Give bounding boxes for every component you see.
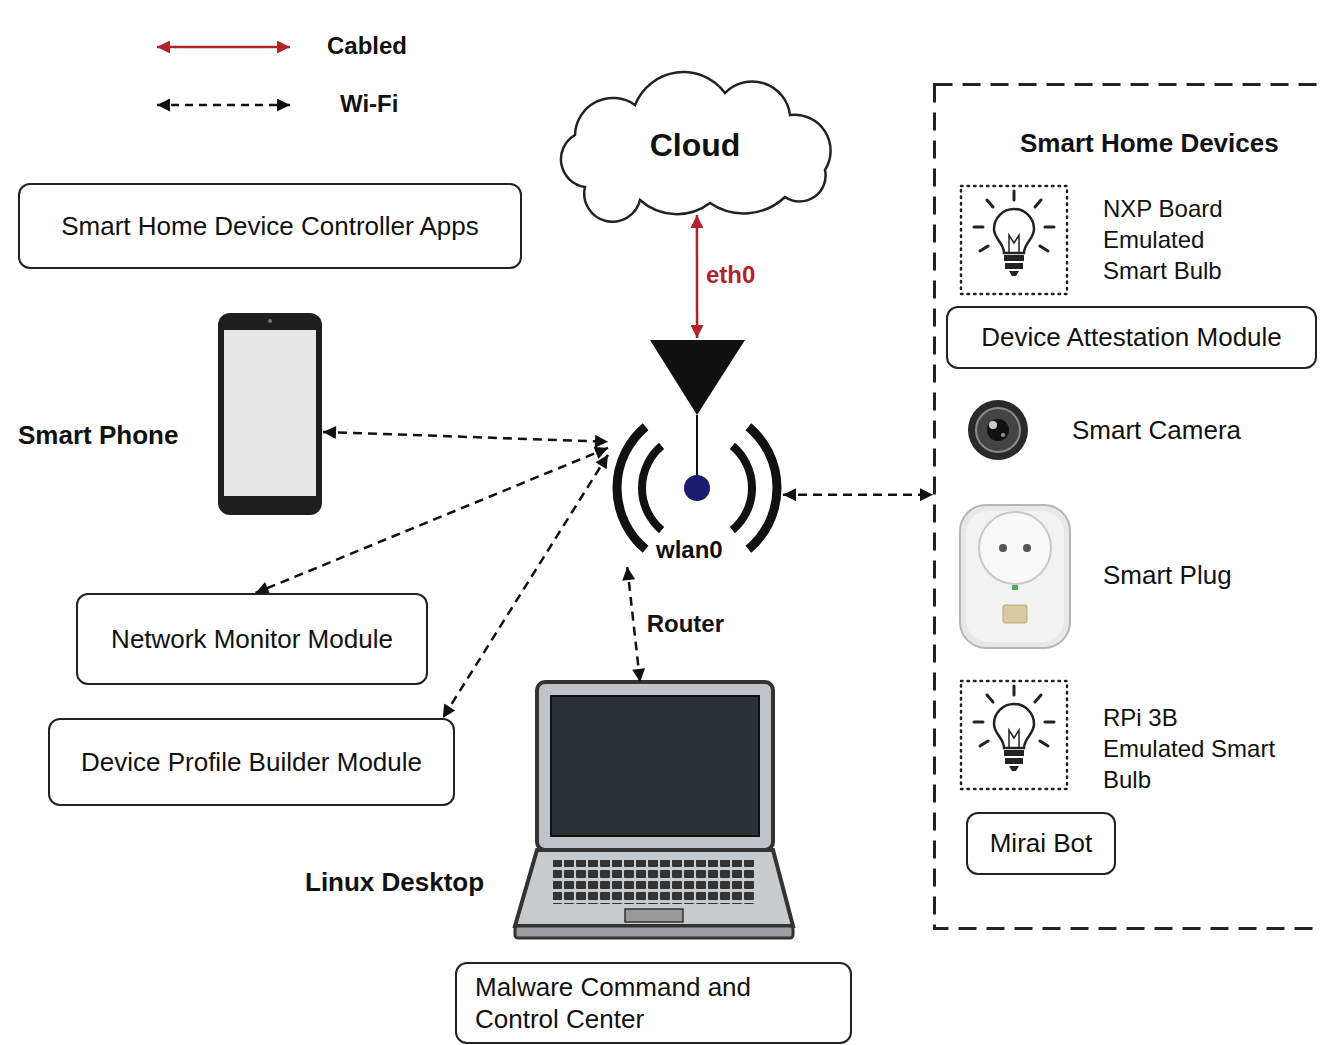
wifi-link xyxy=(256,448,608,593)
antenna-stem xyxy=(696,415,698,478)
node-label: RPi 3B Emulated Smart Bulb xyxy=(1103,702,1282,795)
icon-part xyxy=(1001,433,1005,437)
node-label: Smart Home Device Controller Apps xyxy=(61,210,479,243)
icon-part xyxy=(960,505,1070,648)
node-label: Cloud xyxy=(650,125,741,165)
phone-screen xyxy=(224,330,316,496)
node-label: Smart Camera xyxy=(1072,414,1241,447)
wifi-link xyxy=(443,455,608,718)
laptop-foot xyxy=(515,926,793,938)
icon-part xyxy=(1023,544,1031,552)
device-item: Smart Camera xyxy=(948,380,1288,480)
module-box: Smart Home Device Controller Apps xyxy=(18,183,522,269)
router-item: wlan0 xyxy=(608,338,783,567)
icon-part xyxy=(999,544,1007,552)
phone-icon xyxy=(218,313,322,515)
icon-part xyxy=(748,427,777,550)
icon-part xyxy=(976,408,1020,452)
node-label: Smart Home Devices xyxy=(1020,127,1279,160)
module-box: Network Monitor Module xyxy=(76,593,428,685)
camera-icon xyxy=(968,400,1028,460)
phone-item: Smart Phone xyxy=(18,313,323,516)
laptop-base xyxy=(515,850,793,926)
icon-part xyxy=(987,419,1009,441)
node-label: wlan0 xyxy=(656,535,723,565)
icon-part xyxy=(617,427,646,550)
module-box: Mirai Bot xyxy=(966,812,1116,875)
node-label: NXP Board Emulated Smart Bulb xyxy=(1103,193,1243,286)
laptop-icon xyxy=(515,682,793,938)
antenna xyxy=(650,340,745,415)
legend-label: Cabled xyxy=(324,32,410,61)
icon-part xyxy=(642,446,662,530)
phone-camera xyxy=(268,319,272,323)
icon-part xyxy=(966,511,1064,642)
laptop-screen xyxy=(551,696,759,836)
device-item: RPi 3B Emulated Smart Bulb xyxy=(958,678,1282,797)
icon-part xyxy=(979,512,1051,584)
router-icon xyxy=(617,340,777,549)
cloud-outline xyxy=(561,72,831,222)
node-label: Linux Desktop xyxy=(305,866,484,899)
phone-body xyxy=(218,313,322,515)
icon-part xyxy=(1003,605,1027,623)
node-label: Device Attestation Module xyxy=(981,321,1282,354)
device-item: NXP Board Emulated Smart Bulb xyxy=(958,183,1258,298)
node-label: Device Profile Builder Module xyxy=(81,746,422,779)
module-box: Device Attestation Module xyxy=(946,306,1317,369)
icon-part xyxy=(989,421,997,429)
laptop-item: Linux Desktop xyxy=(305,682,792,942)
plug-icon xyxy=(960,505,1070,648)
link-label: Router xyxy=(644,610,727,639)
keyboard xyxy=(553,860,755,904)
module-box: Malware Command and Control Center xyxy=(455,962,852,1044)
icon-part xyxy=(968,400,1028,460)
legend-samples xyxy=(157,47,290,105)
bulb-icon xyxy=(961,681,1067,789)
cable-link xyxy=(696,215,699,338)
node-label: Smart Phone xyxy=(18,419,178,452)
wifi-link xyxy=(627,567,640,682)
node-label: Malware Command and Control Center xyxy=(475,971,795,1036)
laptop-lid xyxy=(537,682,773,850)
node-label: Mirai Bot xyxy=(990,827,1093,860)
node-label: Smart Plug xyxy=(1103,559,1232,592)
device-item: Smart Plug xyxy=(958,505,1278,650)
icon-part xyxy=(732,446,752,530)
legend-label: Wi-Fi xyxy=(337,90,401,119)
device-group: NXP Board Emulated Smart BulbDevice Atte… xyxy=(933,83,1322,930)
router-dot xyxy=(684,475,710,501)
cable-sample xyxy=(157,46,290,49)
module-box: Device Profile Builder Module xyxy=(48,718,455,806)
touchpad xyxy=(625,909,683,922)
cloud-shape: Cloud xyxy=(535,75,855,215)
wifi-link xyxy=(323,432,608,442)
bulb-icon xyxy=(961,186,1067,294)
node-label: Network Monitor Module xyxy=(111,623,393,656)
group-outline xyxy=(935,85,1322,929)
wifi-sample xyxy=(157,104,290,107)
link-label: eth0 xyxy=(703,261,758,290)
icon-part xyxy=(1012,585,1018,590)
signal-waves xyxy=(617,427,777,550)
wifi-link xyxy=(783,493,933,496)
